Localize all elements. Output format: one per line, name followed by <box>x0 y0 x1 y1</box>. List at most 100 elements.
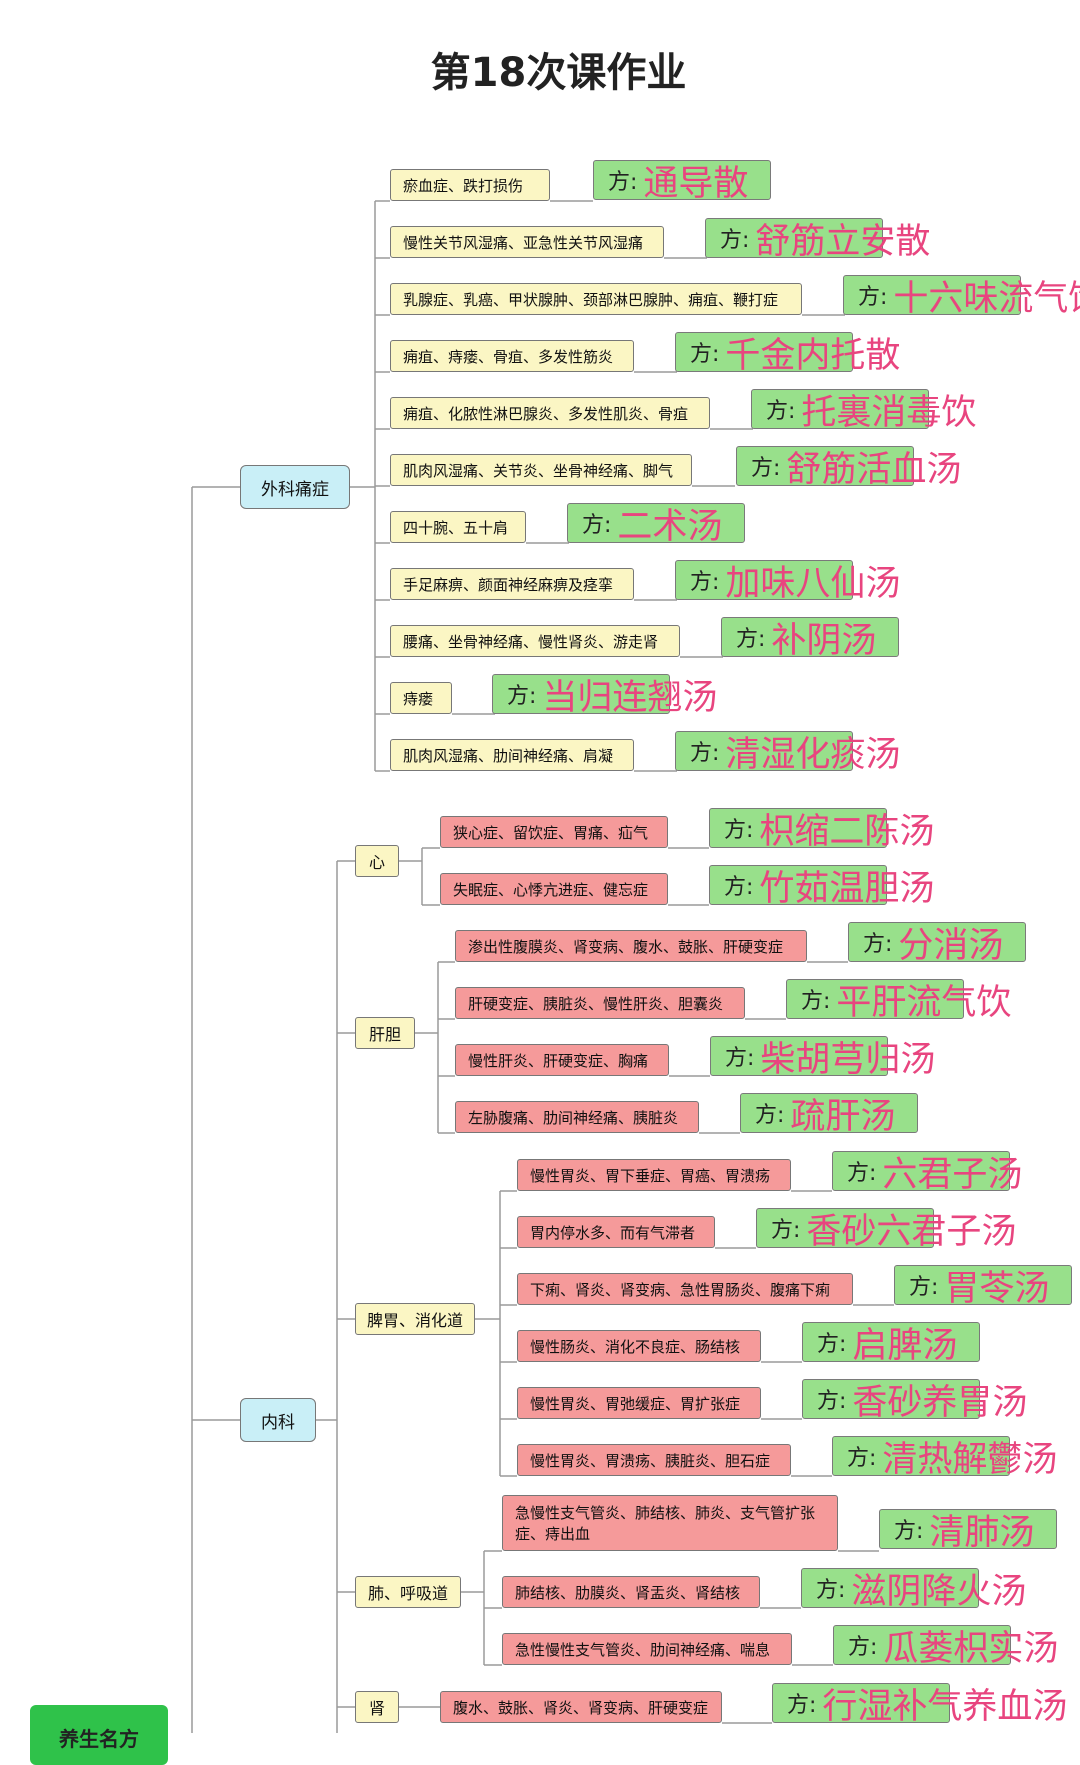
symptom-node[interactable]: 慢性肝炎、肝硬变症、胸痛 <box>455 1044 669 1076</box>
formula-node[interactable]: 方:枳缩二陈汤 <box>709 808 934 852</box>
symptom-node[interactable]: 慢性胃炎、胃弛缓症、胃扩张症 <box>517 1387 761 1419</box>
formula-name: 十六味流气饮 <box>893 278 1080 319</box>
category-node-xin[interactable]: 心 <box>355 845 399 877</box>
symptom-node[interactable]: 慢性肠炎、消化不良症、肠结核 <box>517 1330 761 1362</box>
formula-name: 枳缩二陈汤 <box>759 811 935 852</box>
formula-name: 千金内托散 <box>725 335 901 376</box>
formula-name: 通导散 <box>643 163 749 204</box>
formula-prefix: 方: <box>894 1519 924 1544</box>
formula-node[interactable]: 方:千金内托散 <box>675 332 900 376</box>
formula-prefix: 方: <box>755 1103 785 1128</box>
formula-prefix: 方: <box>771 1218 801 1243</box>
bottom-category-button[interactable]: 养生名方 <box>30 1705 168 1765</box>
formula-name: 疏肝汤 <box>790 1096 896 1137</box>
formula-prefix: 方: <box>817 1389 847 1414</box>
formula-prefix: 方: <box>863 932 893 957</box>
symptom-node[interactable]: 痈疽、痔瘘、骨疽、多发性筋炎 <box>390 340 634 372</box>
symptom-node[interactable]: 渗出性腹膜炎、肾变病、腹水、鼓胀、肝硬变症 <box>455 930 807 962</box>
formula-prefix: 方: <box>725 1046 755 1071</box>
formula-node[interactable]: 方:行湿补气养血汤 <box>772 1683 1067 1727</box>
root-node-neike[interactable]: 内科 <box>240 1398 316 1442</box>
symptom-node[interactable]: 慢性关节风湿痛、亚急性关节风湿痛 <box>390 226 664 258</box>
symptom-node[interactable]: 痔瘘 <box>390 682 452 714</box>
formula-node[interactable]: 方:清热解鬱汤 <box>832 1436 1057 1480</box>
formula-node[interactable]: 方:清湿化痰汤 <box>675 731 900 775</box>
page-title: 第18次课作业 <box>430 50 687 96</box>
symptom-node[interactable]: 肺结核、肋膜炎、肾盂炎、肾结核 <box>502 1576 760 1608</box>
formula-node[interactable]: 方:清肺汤 <box>879 1509 1057 1553</box>
formula-node[interactable]: 方:加味八仙汤 <box>675 560 900 604</box>
formula-prefix: 方: <box>847 1161 877 1186</box>
formula-prefix: 方: <box>787 1693 817 1718</box>
formula-node[interactable]: 方:胃苓汤 <box>894 1265 1072 1309</box>
formula-name: 二术汤 <box>617 506 723 547</box>
symptom-node[interactable]: 左胁腹痛、肋间神经痛、胰脏炎 <box>455 1101 699 1133</box>
symptom-node[interactable]: 肌肉风湿痛、肋间神经痛、肩凝 <box>390 739 634 771</box>
formula-node[interactable]: 方:六君子汤 <box>832 1151 1022 1195</box>
formula-prefix: 方: <box>847 1446 877 1471</box>
symptom-node[interactable]: 慢性胃炎、胃下垂症、胃癌、胃溃疡 <box>517 1159 791 1191</box>
symptom-node[interactable]: 肌肉风湿痛、关节炎、坐骨神经痛、脚气 <box>390 454 692 486</box>
symptom-node[interactable]: 慢性胃炎、胃溃疡、胰脏炎、胆石症 <box>517 1444 791 1476</box>
formula-name: 香砂养胃汤 <box>852 1382 1028 1423</box>
formula-node[interactable]: 方:香砂六君子汤 <box>756 1208 1016 1252</box>
formula-node[interactable]: 方:分消汤 <box>848 922 1026 966</box>
formula-node[interactable]: 方:十六味流气饮 <box>843 275 1080 319</box>
formula-name: 瓜蒌枳实汤 <box>883 1628 1059 1669</box>
formula-node[interactable]: 方:柴胡芎归汤 <box>710 1036 935 1080</box>
symptom-node[interactable]: 瘀血症、跌打损伤 <box>390 169 550 201</box>
symptom-line: 急慢性支气管炎、肺结核、肺炎、支气管扩张 <box>515 1504 816 1522</box>
symptom-node[interactable]: 肝硬变症、胰脏炎、慢性肝炎、胆囊炎 <box>455 987 745 1019</box>
category-node-piwei[interactable]: 脾胃、消化道 <box>355 1303 475 1335</box>
formula-name: 胃苓汤 <box>944 1268 1050 1309</box>
formula-prefix: 方: <box>909 1275 939 1300</box>
symptom-node[interactable]: 下痢、肾炎、肾变病、急性胃肠炎、腹痛下痢 <box>517 1273 853 1305</box>
formula-node[interactable]: 方:瓜蒌枳实汤 <box>833 1625 1058 1669</box>
symptom-node[interactable]: 四十腕、五十肩 <box>390 511 526 543</box>
symptom-node[interactable]: 急性慢性支气管炎、肋间神经痛、喘息 <box>502 1633 792 1665</box>
formula-prefix: 方: <box>608 170 638 195</box>
formula-name: 清肺汤 <box>929 1512 1035 1553</box>
formula-name: 柴胡芎归汤 <box>760 1039 936 1080</box>
formula-node[interactable]: 方:竹茹温胆汤 <box>709 865 934 909</box>
symptom-node[interactable]: 痈疽、化脓性淋巴腺炎、多发性肌炎、骨疽 <box>390 397 710 429</box>
formula-node[interactable]: 方:舒筋立安散 <box>705 218 930 262</box>
formula-node[interactable]: 方:二术汤 <box>567 503 745 547</box>
formula-prefix: 方: <box>751 456 781 481</box>
symptom-node[interactable]: 急慢性支气管炎、肺结核、肺炎、支气管扩张 症、痔出血 <box>502 1495 838 1551</box>
category-node-gandan[interactable]: 肝胆 <box>355 1017 415 1049</box>
formula-name: 清湿化痰汤 <box>725 734 901 775</box>
formula-node[interactable]: 方:香砂养胃汤 <box>802 1379 1027 1423</box>
symptom-node[interactable]: 乳腺症、乳癌、甲状腺肿、颈部淋巴腺肿、痈疽、鞭打症 <box>390 283 802 315</box>
formula-prefix: 方: <box>690 342 720 367</box>
formula-name: 补阴汤 <box>771 620 877 661</box>
formula-name: 分消汤 <box>898 925 1004 966</box>
symptom-node[interactable]: 腰痛、坐骨神经痛、慢性肾炎、游走肾 <box>390 625 680 657</box>
formula-node[interactable]: 方:当归连翘汤 <box>492 674 717 718</box>
formula-prefix: 方: <box>507 684 537 709</box>
symptom-node[interactable]: 手足麻痹、颜面神经麻痹及痉挛 <box>390 568 634 600</box>
formula-name: 香砂六君子汤 <box>806 1211 1017 1252</box>
formula-name: 舒筋立安散 <box>755 221 931 262</box>
root-node-waike[interactable]: 外科痛症 <box>240 465 350 509</box>
formula-node[interactable]: 方:补阴汤 <box>721 617 899 661</box>
formula-prefix: 方: <box>690 570 720 595</box>
category-node-fei[interactable]: 肺、呼吸道 <box>355 1576 461 1608</box>
formula-prefix: 方: <box>724 875 754 900</box>
formula-node[interactable]: 方:舒筋活血汤 <box>736 446 961 490</box>
formula-prefix: 方: <box>690 741 720 766</box>
formula-node[interactable]: 方:疏肝汤 <box>740 1093 918 1137</box>
formula-node[interactable]: 方:通导散 <box>593 160 771 204</box>
formula-node[interactable]: 方:滋阴降火汤 <box>801 1568 1026 1612</box>
symptom-node[interactable]: 胃内停水多、而有气滞者 <box>517 1216 715 1248</box>
symptom-node[interactable]: 狭心症、留饮症、胃痛、疝气 <box>440 816 668 848</box>
formula-node[interactable]: 方:托裏消毒饮 <box>751 389 976 433</box>
symptom-node[interactable]: 失眠症、心悸亢进症、健忘症 <box>440 873 668 905</box>
formula-prefix: 方: <box>817 1332 847 1357</box>
formula-node[interactable]: 方:平肝流气饮 <box>786 979 1011 1023</box>
category-node-shen[interactable]: 肾 <box>355 1691 399 1723</box>
symptom-node[interactable]: 腹水、鼓胀、肾炎、肾变病、肝硬变症 <box>440 1691 722 1723</box>
formula-node[interactable]: 方:启脾汤 <box>802 1322 980 1366</box>
formula-prefix: 方: <box>801 989 831 1014</box>
